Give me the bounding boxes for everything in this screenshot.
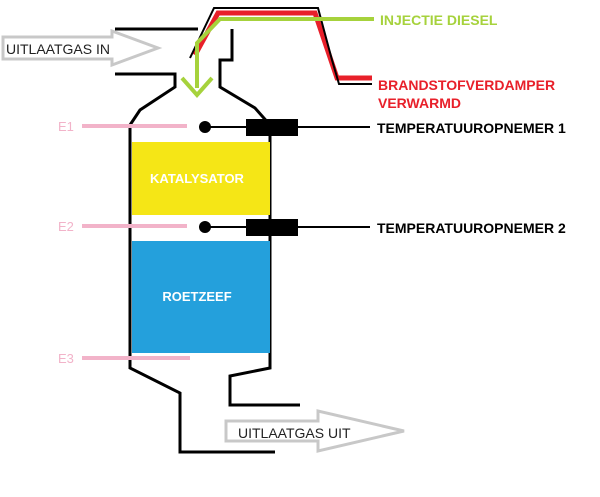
catalyst-label: KATALYSATOR (150, 171, 245, 186)
sensor-2-label: TEMPERATUUROPNEMER 2 (377, 220, 566, 236)
sensor-1-label: TEMPERATUUROPNEMER 1 (377, 120, 566, 136)
electrode-e1-label: E1 (58, 119, 74, 134)
temperature-sensor-1 (199, 119, 370, 136)
filter-label: ROETZEEF (162, 289, 231, 304)
vaporizer-pipe (192, 10, 372, 81)
inlet-arrow (1, 28, 163, 68)
vaporizer-label-line-1: BRANDSTOFVERDAMPER (378, 77, 555, 93)
electrode-e2-label: E2 (58, 219, 74, 234)
vaporizer-pipe-outline (189, 7, 372, 85)
filter-block (132, 241, 270, 353)
inlet-label: UITLAATGAS IN (6, 41, 110, 57)
temperature-sensor-2 (199, 219, 370, 236)
outlet-arrow (224, 409, 405, 453)
electrode-e3-label: E3 (58, 351, 74, 366)
outlet-label: UITLAATGAS UIT (238, 425, 351, 441)
catalyst-block (132, 142, 270, 215)
diesel-injection-arrowhead (180, 76, 214, 99)
diesel-injection-line (195, 17, 374, 88)
vaporizer-label-line-2: VERWARMD (378, 95, 461, 111)
housing-outline (115, 27, 300, 454)
injection-diesel-label: INJECTIE DIESEL (380, 12, 498, 28)
